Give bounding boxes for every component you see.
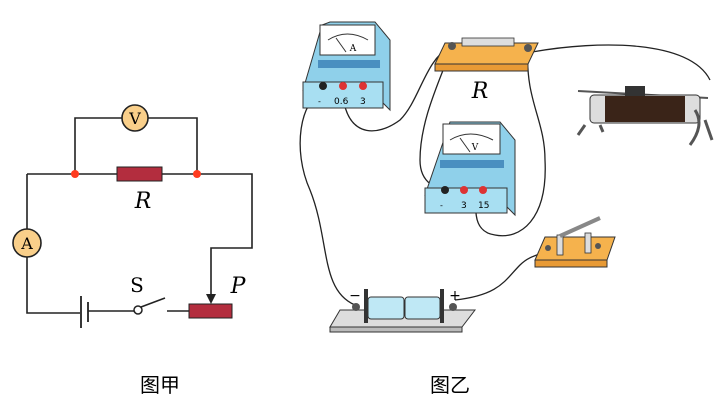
resistor-board-label: R (471, 79, 489, 104)
voltmeter-letter: V (128, 109, 141, 128)
knife-switch (534, 216, 616, 268)
battery-symbol (80, 296, 89, 328)
ammeter-symbol: A (12, 228, 42, 258)
voltmeter-terminal-neg: - (440, 201, 443, 210)
wire-resistor-rheostat (531, 44, 711, 81)
caption-jia: 图甲 (140, 373, 180, 397)
apparatus-yi: A - 0.6 3 R V (299, 21, 714, 397)
node-dot-left (71, 170, 79, 178)
resistor-r (116, 166, 163, 182)
ammeter-terminal-neg: - (318, 97, 321, 106)
ammeter-terminal-3: 3 (360, 97, 366, 107)
switch-s (133, 297, 166, 315)
voltmeter-terminal-15: 15 (478, 201, 489, 211)
rheostat-device (576, 86, 714, 146)
ammeter-face-letter: A (349, 44, 357, 54)
ammeter-terminal-0.6: 0.6 (334, 97, 349, 107)
voltmeter-device: V - 3 15 (424, 121, 516, 217)
battery-negative-sign: − (349, 288, 361, 304)
ammeter-device: A - 0.6 3 (302, 21, 391, 112)
schematic-jia: V A R S P 图甲 (12, 104, 253, 397)
bottom-wire (26, 174, 189, 314)
rheostat-symbol (188, 303, 233, 319)
voltmeter-face-letter: V (471, 143, 479, 153)
resistor-label: R (134, 189, 152, 214)
slider-arrow (206, 294, 216, 304)
slider-label: P (230, 274, 247, 299)
battery-holder (329, 289, 477, 333)
switch-label: S (130, 273, 144, 297)
wire-resistor-voltmeter-15 (475, 49, 546, 237)
battery-positive-sign: + (449, 288, 461, 304)
resistor-board (434, 37, 539, 72)
voltmeter-terminal-3: 3 (461, 201, 467, 211)
wire-ammeter-resistor (342, 46, 451, 132)
wire-ammeter-battery (299, 91, 356, 306)
ammeter-letter: A (20, 234, 33, 253)
caption-yi: 图乙 (430, 373, 470, 397)
voltmeter-symbol: V (121, 104, 149, 132)
node-dot-right (193, 170, 201, 178)
